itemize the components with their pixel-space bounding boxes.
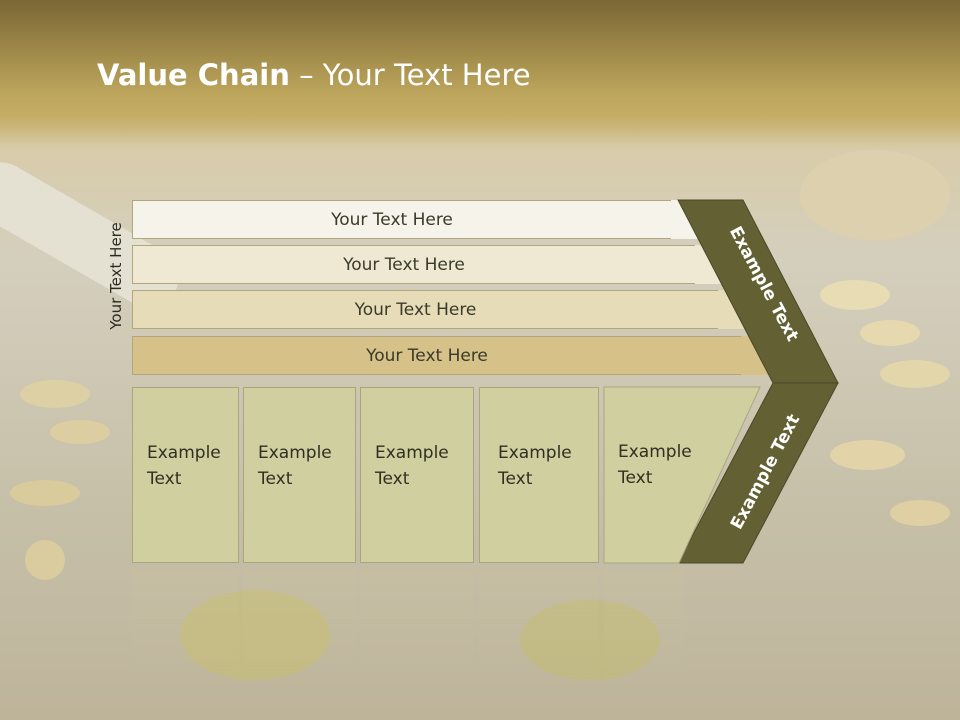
background-nut [880,360,950,388]
background-nut [50,420,110,444]
side-label: Your Text Here [107,222,125,330]
value-bar-label: Your Text Here [343,254,465,275]
header-band [0,0,960,140]
example-box-line2: Text [147,469,182,489]
background-pesto [180,590,330,680]
example-box-line2: Text [375,469,410,489]
example-box-line1: Example [618,442,692,462]
background-nut [890,500,950,526]
value-bar-2: Your Text Here [132,245,716,284]
background-nut [20,380,90,408]
reflection-box [479,570,599,700]
background-nut [830,440,905,470]
example-box-line2: Text [258,469,293,489]
background-nut [820,280,890,310]
reflection-box [604,570,684,700]
example-box-line1: Example [258,443,332,463]
example-box-line2: Text [618,468,653,488]
reflection-box [132,570,239,700]
background-pesto [520,600,660,680]
value-bar-1: Your Text Here [132,200,692,239]
example-box-line2: Text [498,469,533,489]
background-nut [10,480,80,506]
background-nut [800,150,950,240]
title-rest: – Your Text Here [289,58,531,92]
title-bold: Value Chain [97,58,290,92]
value-bar-4: Your Text Here [132,336,762,375]
reflection-box [360,570,474,700]
value-bar-label: Your Text Here [366,345,488,366]
chevron-lower-label: Example Text [726,411,805,533]
example-box-line1: Example [375,443,449,463]
example-box-line1: Example [147,443,221,463]
value-bar-3: Your Text Here [132,290,739,329]
value-bar-label: Your Text Here [354,299,477,320]
reflection [132,570,832,700]
slide-title: Value Chain – Your Text Here [97,55,531,95]
background-nut [860,320,920,346]
reflection-box [243,570,356,700]
value-bar-label: Your Text Here [331,209,453,230]
example-box-line1: Example [498,443,572,463]
background-nut [25,540,65,580]
